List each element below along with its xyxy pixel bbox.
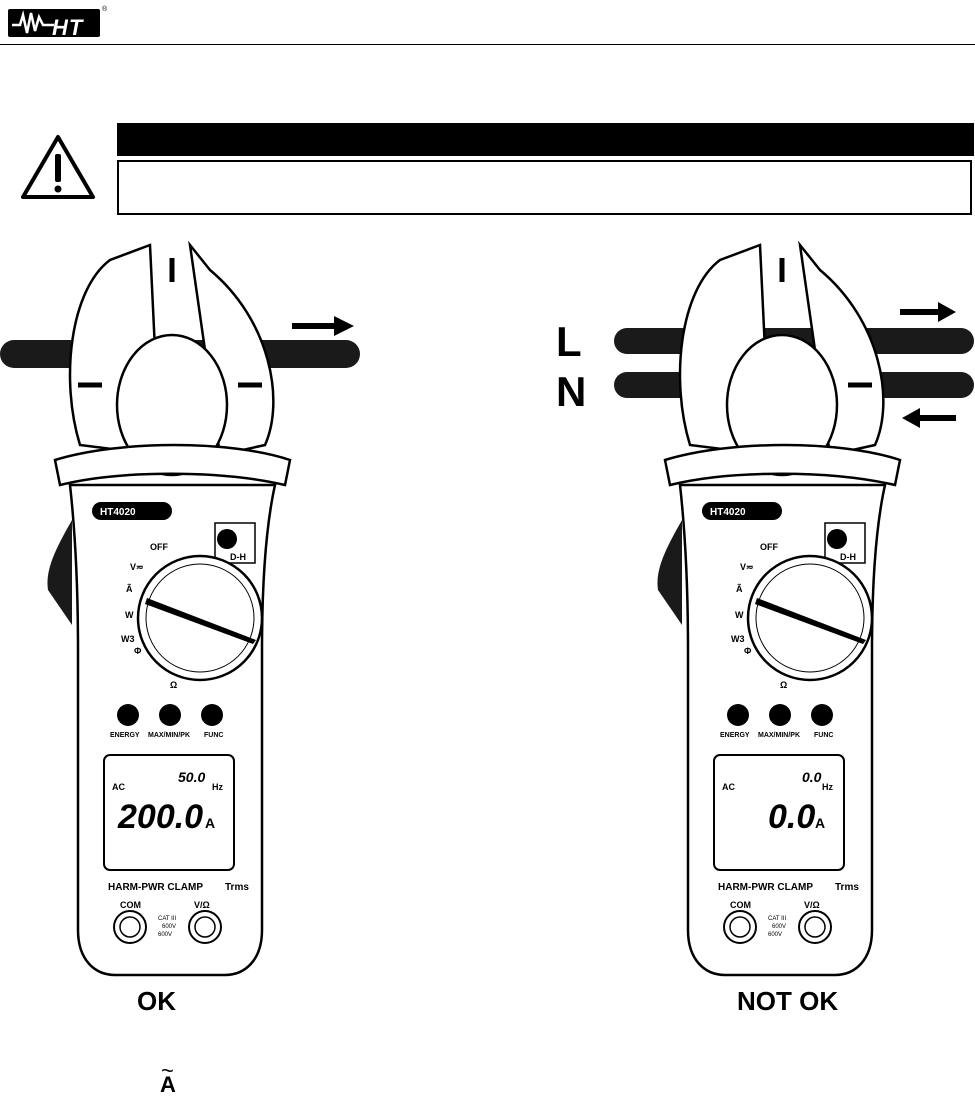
dial-w3: W3 (121, 634, 135, 644)
vohm-label: V/Ω (194, 900, 210, 910)
model-line: HARM-PWR CLAMP (108, 882, 203, 893)
v600-a: 600V (162, 924, 176, 930)
dial-v: V≂ (740, 562, 754, 572)
maxmin-button-label: MAX/MIN/PK (758, 732, 800, 739)
dh-label: D-H (840, 552, 856, 562)
com-label: COM (120, 900, 141, 910)
lcd-mode: AC (112, 782, 125, 792)
warning-title (117, 131, 125, 148)
lcd-unit: A (815, 815, 825, 831)
lcd-frequency: 0.0 (802, 769, 822, 785)
dial-off: OFF (150, 542, 168, 552)
model-line: HARM-PWR CLAMP (718, 882, 813, 893)
dial-v: V≂ (130, 562, 144, 572)
lcd-mode: AC (722, 782, 735, 792)
logo-wave-icon (12, 10, 54, 34)
dial-w3: W3 (731, 634, 745, 644)
dial-off: OFF (760, 542, 778, 552)
v600-b: 600V (158, 932, 172, 938)
conductor-label-n: N (556, 368, 587, 415)
func-button-label: FUNC (204, 732, 223, 739)
dial-phi: Φ (744, 646, 752, 656)
lcd-main-value: 200.0 (117, 798, 203, 836)
dial-phi: Φ (134, 646, 142, 656)
ac-tilde: ~ (161, 1058, 174, 1083)
energy-button-label: ENERGY (720, 732, 750, 739)
v600-b: 600V (768, 932, 782, 938)
energy-button-label: ENERGY (110, 732, 140, 739)
ac-letter: A (160, 1072, 176, 1097)
caption-ok: OK (137, 986, 176, 1016)
ht-logo: HT ® (8, 4, 108, 40)
dial-w: W (735, 610, 744, 620)
dh-label: D-H (230, 552, 246, 562)
meter-brand: HT4020 (710, 507, 746, 518)
dial-w: W (125, 610, 134, 620)
func-button-label: FUNC (814, 732, 833, 739)
maxmin-button-label: MAX/MIN/PK (148, 732, 190, 739)
dial-ohm: Ω (170, 680, 177, 690)
lcd-unit: A (205, 815, 215, 831)
dial-ohm: Ω (780, 680, 787, 690)
logo-background: HT (8, 9, 100, 40)
caption-not-ok: NOT OK (737, 986, 839, 1016)
trms-label: Trms (835, 882, 859, 893)
vohm-label: V/Ω (804, 900, 820, 910)
header-rule (0, 44, 975, 45)
logo-text: HT (52, 15, 84, 40)
warning-title-bar (117, 123, 974, 156)
warning-triangle-icon (21, 135, 95, 199)
ac-current-symbol: ~ A (150, 1058, 190, 1100)
com-label: COM (730, 900, 751, 910)
logo-registered-mark: ® (102, 6, 108, 13)
dial-a: Ã (126, 584, 133, 594)
lcd-main-value: 0.0 (768, 798, 815, 836)
cat-label: CAT III (768, 916, 786, 922)
lcd-frequency-unit: Hz (822, 782, 833, 792)
cat-label: CAT III (158, 916, 176, 922)
v600-a: 600V (772, 924, 786, 930)
meter-brand: HT4020 (100, 507, 136, 518)
warning-body (119, 162, 970, 174)
lcd-frequency-unit: Hz (212, 782, 223, 792)
conductor-label-l: L (556, 318, 582, 365)
trms-label: Trms (225, 882, 249, 893)
clamp-meter-ok: HT4020 D-H OFF V≂ Ã W W3 Φ Ω ENERGY MAX/… (47, 240, 292, 977)
dial-a: Ã (736, 584, 743, 594)
warning-body-box (117, 160, 972, 215)
lcd-frequency: 50.0 (178, 769, 205, 785)
clamp-meter-notok: HT4020 D-H OFF V≂ Ã W W3 Φ Ω ENERGY MAX/… (657, 240, 902, 977)
